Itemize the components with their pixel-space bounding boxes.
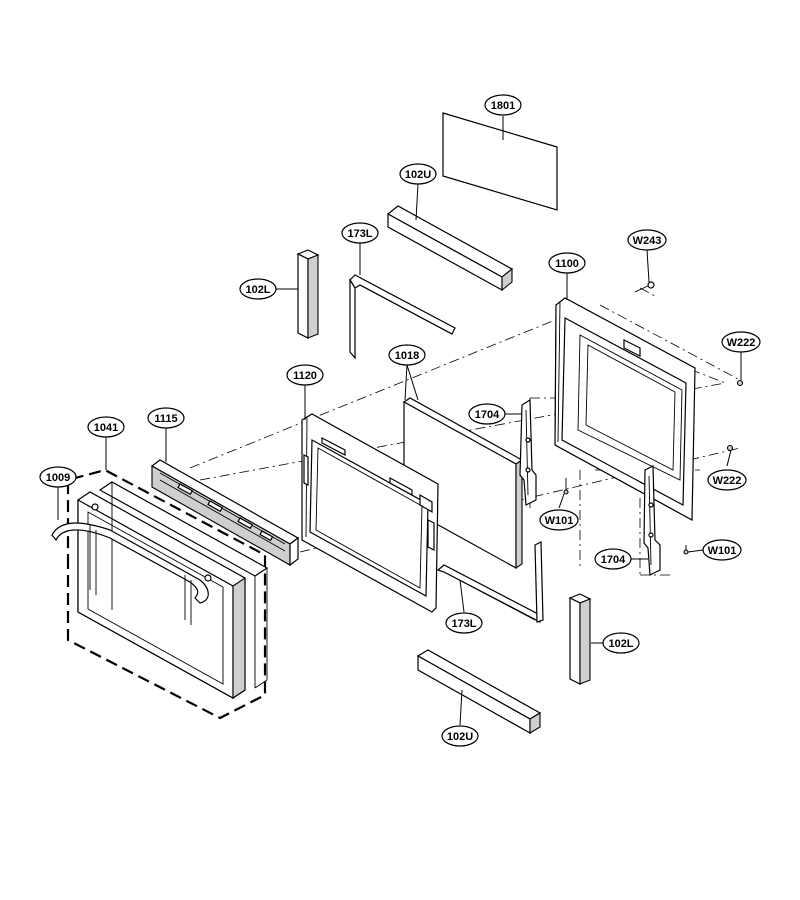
part-1009-handle [51, 503, 212, 625]
callout-1041-label: 1041 [94, 422, 118, 434]
callout-1704-top: 1704 [468, 403, 506, 425]
part-1120-middle-frame [301, 413, 439, 613]
callout-w101-right-label: W101 [708, 545, 737, 557]
part-102u-bottom-bar [416, 649, 542, 735]
callout-1018: 1018 [388, 344, 426, 366]
callout-w243: W243 [627, 229, 667, 251]
callout-1704-bottom: 1704 [594, 548, 632, 570]
callout-1009: 1009 [39, 466, 77, 488]
part-1115-vent-strip [150, 459, 300, 567]
part-173l-top-gasket [349, 274, 456, 360]
callout-173l-top-label: 173L [347, 228, 372, 240]
callout-1120-label: 1120 [293, 370, 317, 382]
part-173l-lower-gasket [436, 541, 544, 623]
callout-173l-bottom-label: 173L [451, 618, 476, 630]
leader-lines [57, 116, 742, 726]
part-102l-left-post [296, 249, 320, 339]
callout-102u-bottom: 102U [441, 725, 479, 747]
callout-173l-bottom: 173L [445, 612, 483, 634]
callout-102u-bottom-label: 102U [447, 731, 473, 743]
callout-1100: 1100 [548, 252, 586, 274]
callout-w222-top-label: W222 [727, 337, 756, 349]
callout-w222-bottom: W222 [707, 469, 747, 491]
part-w101-screws [563, 478, 689, 555]
callout-1115-label: 1115 [154, 413, 177, 425]
callout-1100-label: 1100 [555, 258, 579, 270]
callout-1801: 1801 [484, 94, 522, 116]
callout-102l-right-label: 102L [608, 638, 633, 650]
callout-1009-label: 1009 [46, 472, 70, 484]
callout-w222-bottom-label: W222 [713, 475, 742, 487]
part-w222-screws [726, 379, 744, 452]
callout-102u-top: 102U [399, 163, 437, 185]
callout-w222-top: W222 [721, 331, 761, 353]
callout-102u-top-label: 102U [405, 169, 431, 181]
part-1801-top-panel [442, 112, 558, 211]
callout-1120: 1120 [286, 364, 324, 386]
callout-w101-right: W101 [702, 539, 742, 561]
callout-1041: 1041 [87, 416, 125, 438]
part-w243-screw [634, 281, 655, 293]
callout-w101-left-label: W101 [545, 515, 574, 527]
part-1704-hinge-upper [519, 398, 537, 506]
callout-1704-bottom-label: 1704 [601, 554, 626, 566]
callout-102l-left-label: 102L [245, 284, 270, 296]
callout-173l-top: 173L [341, 222, 379, 244]
part-102u-top-bar [386, 205, 514, 292]
callout-102l-right: 102L [602, 632, 640, 654]
callout-102l-left: 102L [239, 278, 277, 300]
callout-1704-top-label: 1704 [475, 409, 500, 421]
part-1100-inner-frame [554, 297, 696, 522]
part-102l-right-post [568, 593, 592, 685]
callout-1801-label: 1801 [491, 100, 515, 112]
callout-1018-label: 1018 [395, 350, 419, 362]
part-1704-hinge-lower [643, 465, 661, 576]
callout-w243-label: W243 [633, 235, 662, 247]
callout-w101-left: W101 [539, 509, 579, 531]
callout-1115: 1115 [147, 407, 185, 429]
